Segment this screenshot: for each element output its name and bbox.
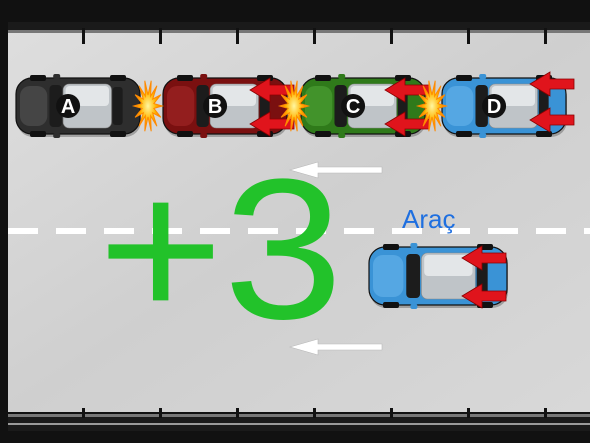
push-arrow-icon (461, 245, 507, 271)
crash-burst-icon (415, 80, 449, 132)
bottom-guard-rail (8, 408, 590, 431)
push-arrow-icon (249, 111, 295, 137)
lane-dash (248, 228, 278, 234)
lane-dash (200, 228, 230, 234)
rail-post (82, 28, 85, 44)
rail-post (390, 408, 393, 418)
rail-post (236, 408, 239, 418)
lane-dash (8, 228, 38, 234)
rail-post (82, 408, 85, 418)
lane-marking (8, 228, 590, 234)
crash-burst-icon (277, 80, 311, 132)
car-badge (341, 94, 366, 118)
car-label: C (346, 96, 360, 118)
rail-post (544, 408, 547, 418)
push-arrow-icon (461, 283, 507, 309)
car-badge (203, 94, 228, 118)
crashed-car-row: A B C D (15, 71, 575, 138)
lane-dash (344, 228, 374, 234)
rail-post (159, 28, 162, 44)
crash-burst-icon (131, 80, 165, 132)
lone-car-caption: Araç (402, 204, 455, 234)
push-arrow-icon (529, 71, 575, 97)
rail-post (544, 28, 547, 44)
car-badge (482, 94, 507, 118)
lane-dash (104, 228, 134, 234)
lane-dash (392, 228, 422, 234)
big-count-label: +3 (98, 138, 343, 361)
car-label: B (208, 96, 222, 118)
lane-dash (56, 228, 86, 234)
car-badge (56, 94, 81, 118)
rail-post (236, 28, 239, 44)
rail-post (467, 28, 470, 44)
car-label: A (61, 96, 75, 118)
lane-dash (296, 228, 326, 234)
rail-post (467, 408, 470, 418)
push-arrow-icon (249, 77, 295, 103)
flow-arrow-icon (288, 161, 383, 179)
lane-dash (584, 228, 590, 234)
lane-dash (152, 228, 182, 234)
car: A (15, 74, 141, 138)
lone-car (368, 243, 508, 309)
top-guard-rail (8, 22, 590, 44)
car-label: D (487, 96, 501, 118)
rail-post (390, 28, 393, 44)
flow-arrow-icon (288, 338, 383, 356)
rail-post (313, 28, 316, 44)
lane-dash (488, 228, 518, 234)
lane-dash (536, 228, 566, 234)
rail-post (313, 408, 316, 418)
rail-post (159, 408, 162, 418)
lane-dash (440, 228, 470, 234)
push-arrow-icon (529, 107, 575, 133)
